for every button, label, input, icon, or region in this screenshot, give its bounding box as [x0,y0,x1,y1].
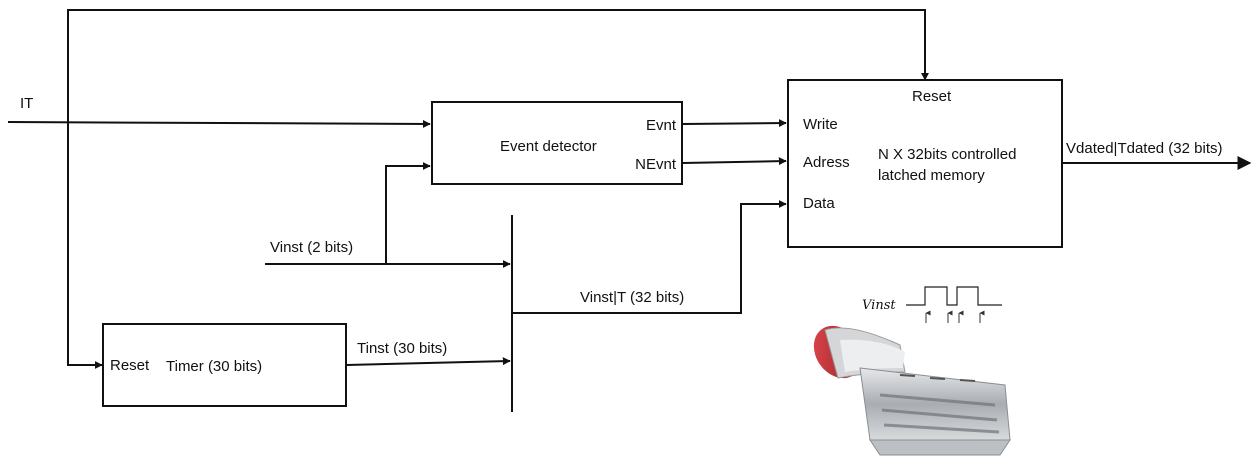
tinst-label: Tinst (30 bits) [357,340,447,357]
date-stamp-icon [813,325,1011,456]
output-label: Vdated|Tdated (32 bits) [1066,140,1223,157]
vinst-label: Vinst (2 bits) [270,239,353,256]
timer-reset-wire [67,122,103,369]
memory-reset-label: Reset [912,88,952,105]
memory-write-label: Write [803,116,838,133]
nevnt-wire [682,157,787,166]
event-detector-block: Event detector Evnt NEvnt [431,101,683,185]
vinst-waveform: Vinst [862,286,1002,323]
it-label: IT [20,95,33,112]
tinst-wire [346,357,511,366]
waveform-signal-label: Vinst [862,298,896,313]
memory-data-label: Data [803,195,835,212]
memory-title-line1: N X 32bits controlled [878,146,1016,163]
vinst-t-wire [512,200,787,314]
vinst-to-detector-wire [385,162,431,264]
evnt-port-label: Evnt [646,117,677,134]
evnt-wire [682,119,787,128]
memory-block: Reset Write Adress Data N X 32bits contr… [787,79,1063,248]
nevnt-port-label: NEvnt [635,156,677,173]
reset-loop-wire [67,9,929,122]
vinst-t-label: Vinst|T (32 bits) [580,289,684,306]
it-wire [7,119,431,128]
timer-reset-label: Reset [110,357,150,374]
memory-title-line2: latched memory [878,167,985,184]
timer-title: Timer (30 bits) [166,358,262,375]
memory-adress-label: Adress [803,154,850,171]
timer-block: Reset Timer (30 bits) [102,323,347,407]
event-detector-title: Event detector [500,138,597,155]
